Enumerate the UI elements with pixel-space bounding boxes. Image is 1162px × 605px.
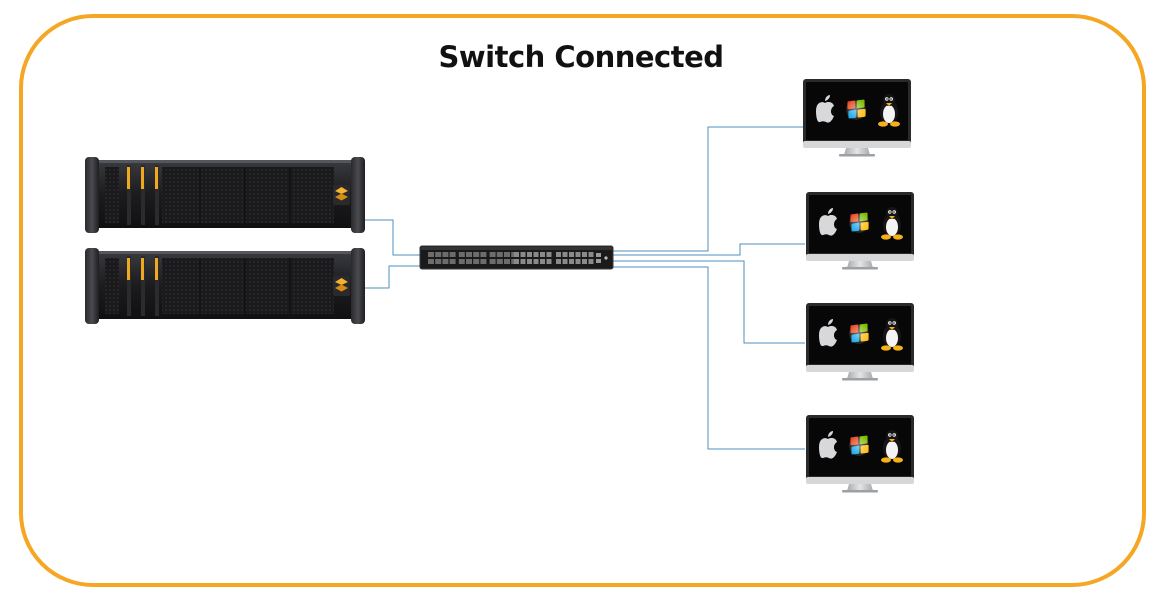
link-switch-to-workstation-2 [611,243,805,256]
windows-logo-icon [849,435,869,456]
linux-tux-icon [881,318,903,351]
desktop-monitor-icon [806,192,914,270]
network-switch-icon [419,245,614,270]
linux-tux-icon [878,94,900,127]
apple-logo-icon [816,95,834,123]
windows-logo-icon [849,323,869,344]
rack-server-icon [85,248,365,324]
apple-logo-icon [819,208,837,236]
diagram-title: Switch Connected [438,40,724,74]
windows-logo-icon [849,212,869,233]
linux-tux-icon [881,207,903,240]
diagram-border [19,14,1146,587]
link-server-2-to-switch [364,265,422,289]
desktop-monitor-icon [803,79,911,157]
rack-server-icon [85,157,365,233]
linux-tux-icon [881,430,903,463]
link-switch-to-workstation-4 [611,266,805,450]
connection-lines [364,126,805,450]
desktop-monitor-icon [806,415,914,493]
server-logo-icon [333,185,350,205]
server-group [85,157,365,324]
workstation-group [803,79,914,493]
link-switch-to-workstation-1 [611,126,805,252]
apple-logo-icon [819,431,837,459]
server-logo-icon [333,276,350,296]
link-server-1-to-switch [364,219,422,256]
link-switch-to-workstation-3 [611,260,805,344]
desktop-monitor-icon [806,303,914,381]
apple-logo-icon [819,319,837,347]
windows-logo-icon [846,99,866,120]
